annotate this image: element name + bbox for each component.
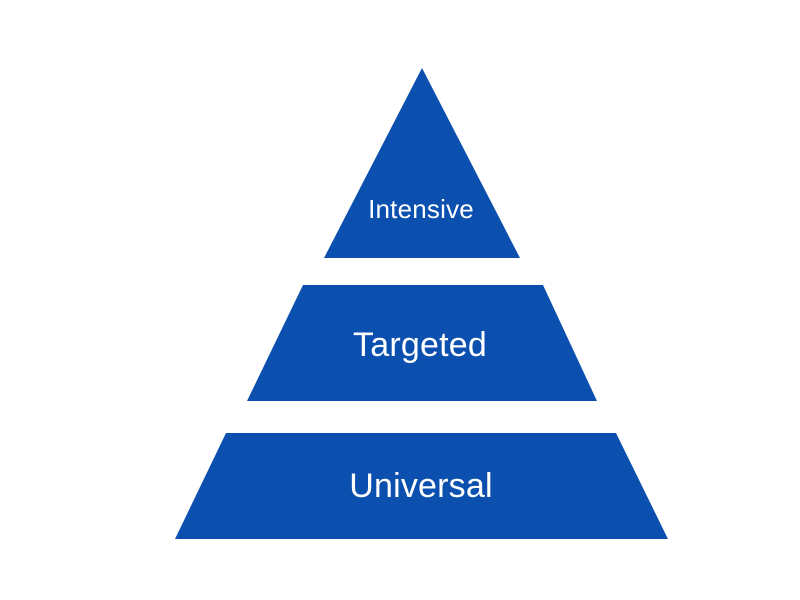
pyramid-tier-top-shape[interactable]	[324, 68, 520, 258]
pyramid-tier-bottom-shape[interactable]	[175, 433, 668, 539]
pyramid-tier-top-label: Intensive	[368, 194, 474, 224]
pyramid-tier-middle[interactable]: Targeted	[247, 285, 597, 401]
pyramid-tier-middle-shape[interactable]	[247, 285, 597, 401]
pyramid-tier-bottom-label: Universal	[349, 467, 493, 505]
pyramid-tier-top[interactable]: Intensive	[324, 68, 520, 258]
pyramid-tier-middle-label: Targeted	[353, 326, 487, 364]
pyramid-tier-bottom[interactable]: Universal	[175, 433, 668, 539]
